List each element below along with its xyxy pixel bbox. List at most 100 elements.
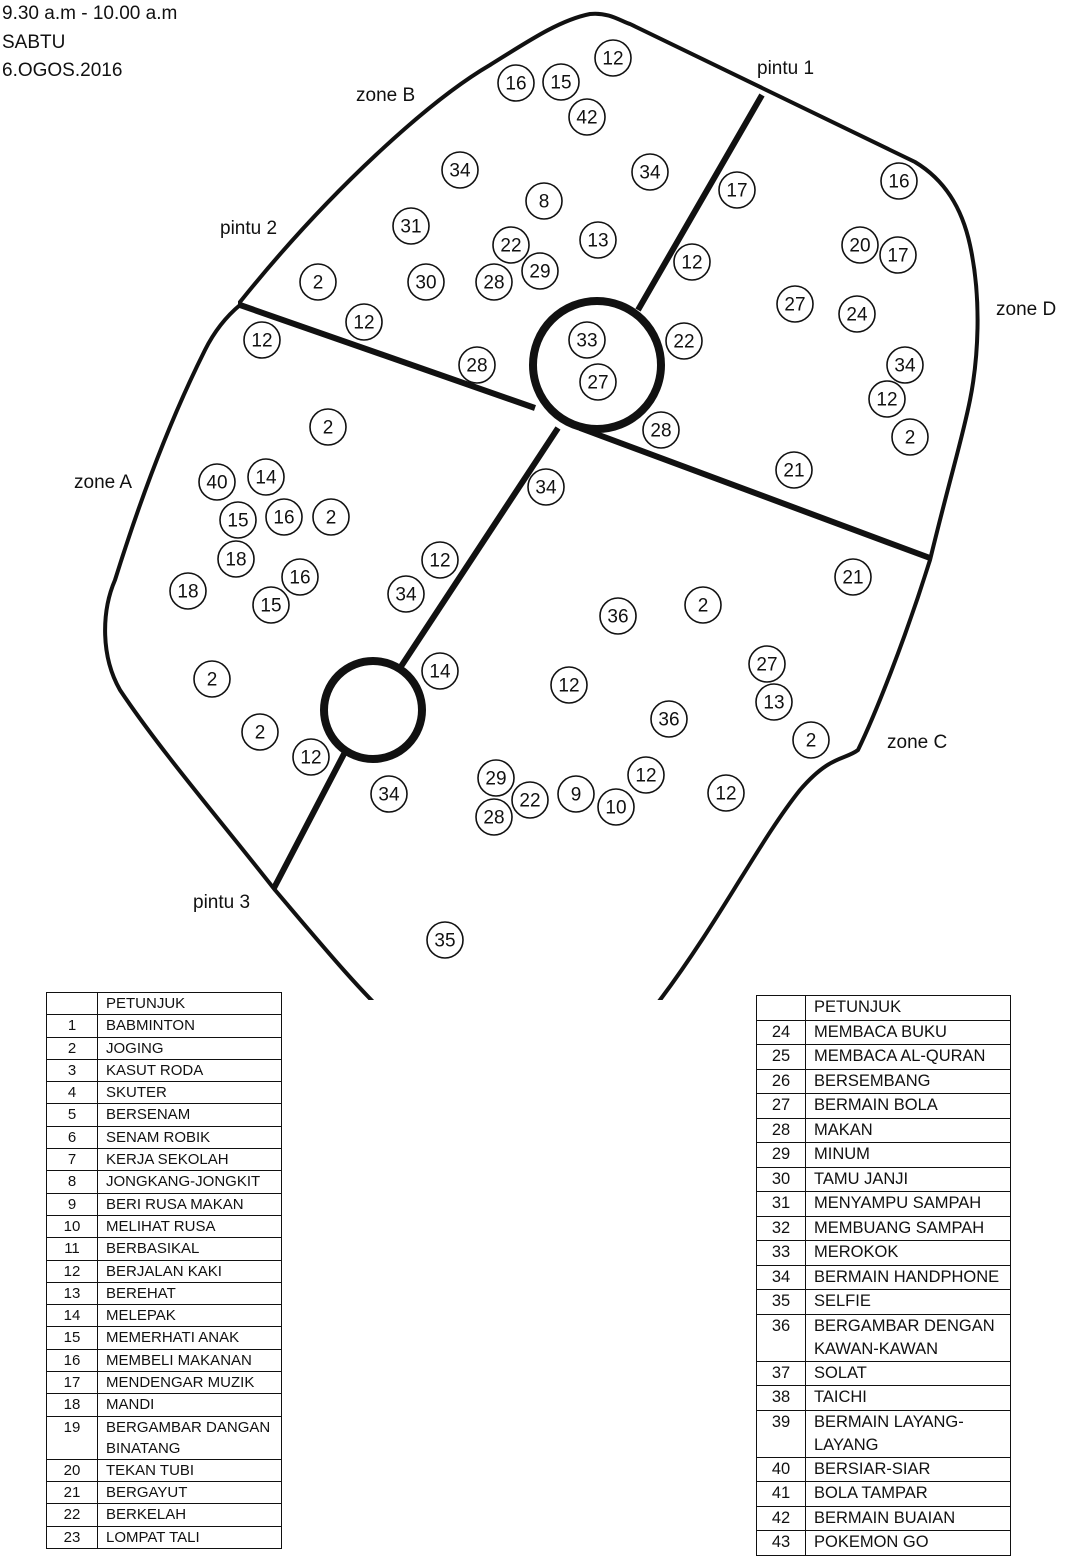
- activity-marker-zone-b: 22: [492, 226, 530, 264]
- marker-code: 14: [429, 662, 451, 683]
- legend-code: 31: [756, 1191, 806, 1217]
- marker-code: 9: [571, 785, 582, 806]
- activity-marker-zone-b: 29: [521, 252, 559, 290]
- marker-circle: [748, 645, 786, 683]
- activity-marker-zone-b: 28: [458, 346, 496, 384]
- activity-marker-zone-d: 28: [642, 411, 680, 449]
- activity-marker-zone-d: 20: [841, 226, 879, 264]
- legend-activity: KASUT RODA: [97, 1058, 282, 1083]
- legend-title: PETUNJUK: [805, 995, 1011, 1021]
- legend-code: 26: [756, 1068, 806, 1094]
- divider-pintu2: [239, 302, 536, 411]
- activity-marker-zone-d: 17: [879, 236, 917, 274]
- activity-marker-zone-c: 13: [755, 683, 793, 721]
- legend-code: 32: [756, 1215, 806, 1241]
- marker-code: 16: [505, 74, 526, 95]
- marker-circle: [265, 498, 303, 536]
- activity-marker-zone-b: 34: [441, 151, 479, 189]
- marker-circle: [542, 63, 580, 101]
- activity-marker-zone-b: 15: [542, 63, 580, 101]
- marker-circle: [521, 252, 559, 290]
- marker-circle: [776, 285, 814, 323]
- legend-code: 16: [46, 1348, 98, 1373]
- legend-activity: BERSEMBANG: [805, 1068, 1011, 1094]
- legend-activity: POKEMON GO: [805, 1530, 1011, 1556]
- marker-code: 30: [415, 273, 436, 294]
- legend-code: 7: [46, 1148, 98, 1172]
- marker-code: 16: [888, 172, 909, 193]
- marker-code: 27: [587, 373, 608, 394]
- activity-marker-zone-b: 12: [345, 303, 383, 341]
- marker-code: 2: [698, 596, 709, 617]
- marker-code: 27: [756, 655, 777, 676]
- marker-code: 15: [227, 511, 248, 532]
- marker-code: 18: [177, 582, 198, 603]
- legend-activity: MEMBELI MAKANAN: [97, 1348, 282, 1373]
- marker-code: 21: [783, 461, 804, 482]
- activity-marker-zone-b: 31: [392, 207, 430, 245]
- legend-activity: MANDI: [97, 1393, 282, 1417]
- marker-code: 27: [784, 295, 805, 316]
- activity-marker-zone-b: 12: [594, 39, 632, 77]
- marker-circle: [650, 700, 688, 738]
- marker-code: 12: [251, 331, 272, 352]
- activity-marker-zone-a: 2: [241, 713, 279, 751]
- legend-activity: BABMINTON: [97, 1014, 282, 1038]
- legend-code: 10: [46, 1214, 98, 1239]
- marker-circle: [597, 788, 635, 826]
- legend-code: 15: [46, 1326, 98, 1350]
- activity-marker-zone-d: 22: [665, 322, 703, 360]
- marker-code: 10: [605, 798, 626, 819]
- zone-a-label: zone A: [74, 472, 132, 493]
- marker-circle: [370, 775, 408, 813]
- activity-marker-zone-a: 2: [309, 408, 347, 446]
- marker-circle: [879, 236, 917, 274]
- marker-circle: [475, 798, 513, 836]
- marker-code: 28: [466, 356, 487, 377]
- session-time: 9.30 a.m - 10.00 a.m: [2, 3, 178, 24]
- legend-header-blank: [756, 995, 806, 1021]
- legend-header-row: PETUNJUK: [756, 995, 1011, 1021]
- marker-code: 15: [550, 73, 571, 94]
- marker-circle: [247, 458, 285, 496]
- marker-circle: [511, 781, 549, 819]
- marker-circle: [579, 363, 617, 401]
- marker-code: 12: [715, 784, 736, 805]
- session-date: 6.OGOS.2016: [2, 60, 123, 81]
- activity-marker-zone-c: 12: [627, 756, 665, 794]
- marker-circle: [219, 501, 257, 539]
- legend-activity: MINUM: [805, 1142, 1011, 1168]
- marker-code: 12: [635, 766, 656, 787]
- marker-code: 35: [434, 931, 455, 952]
- legend-activity: MEMBACA AL-QURAN: [805, 1044, 1011, 1070]
- legend-activity: TAMU JANJI: [805, 1166, 1011, 1192]
- legend-code: 29: [756, 1142, 806, 1168]
- activity-marker-zone-a: 18: [217, 540, 255, 578]
- marker-circle: [198, 463, 236, 501]
- marker-code: 31: [400, 217, 421, 238]
- marker-circle: [718, 171, 756, 209]
- activity-marker-zone-d: 24: [838, 295, 876, 333]
- activity-marker-zone-c: 34: [370, 775, 408, 813]
- legend-code: 25: [756, 1044, 806, 1070]
- marker-code: 29: [485, 769, 506, 790]
- marker-code: 24: [846, 305, 868, 326]
- marker-code: 2: [255, 723, 266, 744]
- legend-code: 21: [46, 1480, 98, 1505]
- legend-activity: BERGAMBAR DENGAN KAWAN-KAWAN: [805, 1313, 1011, 1362]
- legend-activity: MEMBACA BUKU: [805, 1019, 1011, 1045]
- marker-circle: [841, 226, 879, 264]
